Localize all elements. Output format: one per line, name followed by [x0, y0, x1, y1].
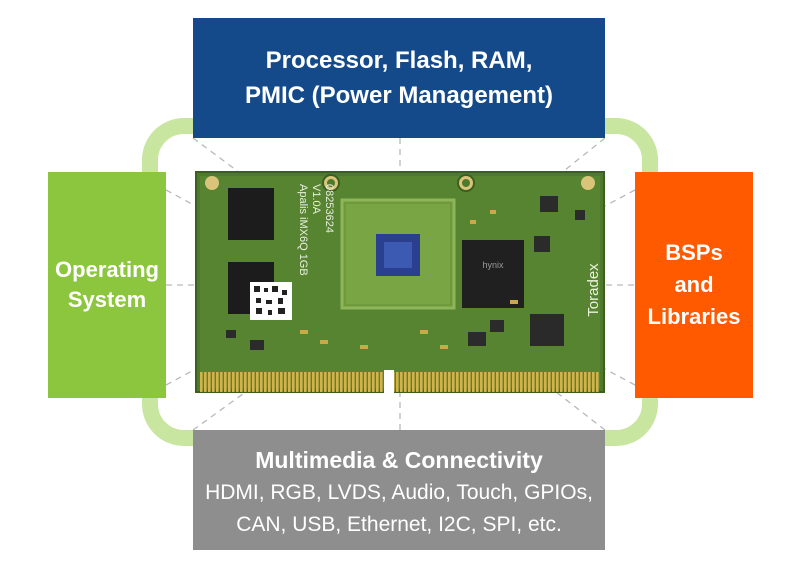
multimedia-box: Multimedia & Connectivity HDMI, RGB, LVD… [193, 430, 605, 550]
edge-connector-right [392, 372, 600, 392]
operating-system-box: Operating System [48, 172, 166, 398]
edge-connector-left [200, 372, 386, 392]
svg-text:V1.0A: V1.0A [310, 184, 322, 215]
bsp-box-line3: Libraries [647, 304, 741, 329]
bsp-box-line1: BSPs [665, 240, 723, 265]
flash-chip [462, 240, 524, 308]
bsp-box-line2: and [674, 272, 714, 297]
os-box-line2: System [67, 287, 147, 312]
bsp-box: BSPs and Libraries [635, 172, 753, 398]
processor-box-line2: PMIC (Power Management) [244, 82, 554, 109]
svg-text:08253624: 08253624 [323, 184, 335, 233]
svg-text:Apalis iMX6Q 1GB: Apalis iMX6Q 1GB [297, 184, 309, 276]
processor-box: Processor, Flash, RAM, PMIC (Power Manag… [193, 18, 605, 138]
os-box-line1: Operating [55, 257, 159, 282]
multimedia-box-heading: Multimedia & Connectivity [255, 447, 543, 473]
svg-text:hynix: hynix [482, 260, 504, 270]
multimedia-box-line1: HDMI, RGB, LVDS, Audio, Touch, GPIOs, [205, 481, 593, 504]
processor-box-line1: Processor, Flash, RAM, [265, 47, 533, 74]
brand-text: Toradex [585, 263, 602, 317]
memory-chip [228, 188, 274, 240]
board-label-text: Apalis iMX6Q 1GB V1.0A 08253624 [297, 184, 335, 276]
pmic-chip [530, 314, 564, 346]
multimedia-box-line2: CAN, USB, Ethernet, I2C, SPI, etc. [236, 513, 562, 536]
